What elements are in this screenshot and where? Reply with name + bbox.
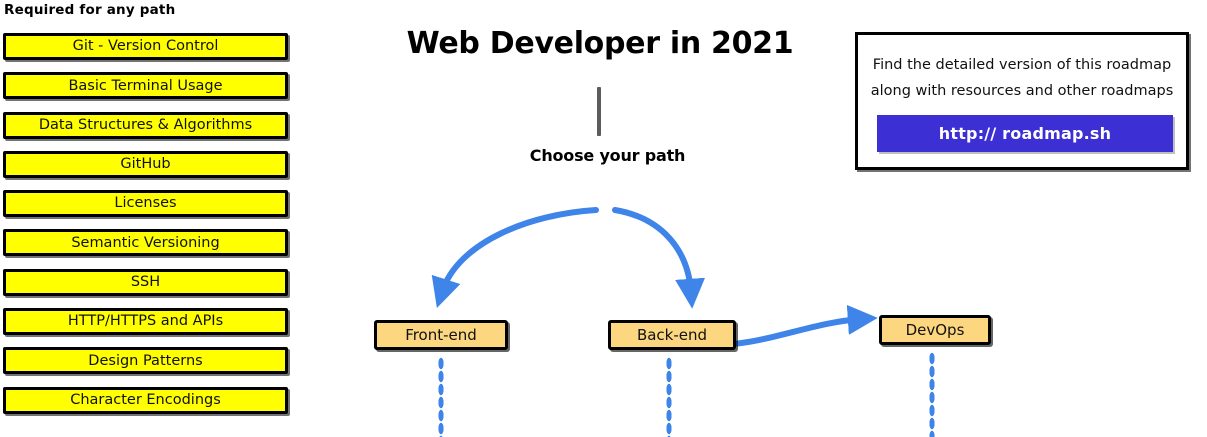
arrow-back-end-to-devops (730, 304, 878, 347)
required-topics-list: Git - Version Control Basic Terminal Usa… (0, 33, 300, 426)
roadmap-card-line-2: along with resources and other roadmaps (870, 83, 1174, 99)
required-topic-label: GitHub (120, 156, 171, 173)
required-topic-terminal[interactable]: Basic Terminal Usage (3, 72, 288, 100)
required-topic-label: Design Patterns (88, 352, 203, 369)
required-section-heading: Required for any path (4, 2, 176, 18)
page-title: Web Developer in 2021 (406, 26, 794, 61)
path-box-label: Back-end (636, 325, 708, 344)
dotted-connector-back-end (666, 357, 672, 437)
required-topic-ssh[interactable]: SSH (3, 268, 288, 296)
roadmap-link-button[interactable]: http:// roadmap.sh (877, 115, 1173, 152)
path-box-back-end[interactable]: Back-end (608, 320, 736, 350)
required-topic-character-encodings[interactable]: Character Encodings (3, 386, 288, 414)
path-box-devops[interactable]: DevOps (879, 315, 991, 345)
arrow-to-back-end (612, 207, 706, 309)
title-stem-line (597, 87, 601, 136)
required-topic-label: Basic Terminal Usage (68, 77, 223, 94)
required-for-any-path-section: Required for any path Git - Version Cont… (0, 0, 300, 436)
required-topic-label: Data Structures & Algorithms (38, 116, 253, 133)
required-topic-data-structures[interactable]: Data Structures & Algorithms (3, 111, 288, 139)
required-topic-label: Semantic Versioning (71, 234, 220, 251)
arrow-to-front-end (431, 207, 599, 308)
choose-your-path-label: Choose your path (529, 146, 686, 165)
path-box-label: DevOps (905, 320, 965, 339)
path-box-front-end[interactable]: Front-end (374, 320, 508, 350)
required-topic-design-patterns[interactable]: Design Patterns (3, 347, 288, 375)
required-topic-label: SSH (130, 274, 161, 291)
roadmap-info-card: Find the detailed version of this roadma… (855, 32, 1189, 170)
required-topic-git[interactable]: Git - Version Control (3, 33, 288, 60)
path-box-label: Front-end (405, 325, 477, 344)
branch-arrows (431, 207, 706, 309)
roadmap-card-line-1: Find the detailed version of this roadma… (872, 57, 1172, 73)
dotted-connector-front-end (438, 357, 444, 437)
required-topic-github[interactable]: GitHub (3, 150, 288, 178)
required-topic-semantic-versioning[interactable]: Semantic Versioning (3, 229, 288, 257)
required-topic-label: Licenses (114, 195, 177, 212)
dotted-connector-devops (929, 352, 935, 437)
required-topic-label: Character Encodings (70, 391, 221, 408)
required-topic-label: Git - Version Control (72, 38, 219, 55)
required-topic-licenses[interactable]: Licenses (3, 190, 288, 218)
required-topic-http-apis[interactable]: HTTP/HTTPS and APIs (3, 308, 288, 336)
required-topic-label: HTTP/HTTPS and APIs (67, 313, 224, 330)
roadmap-link-label: http:// roadmap.sh (938, 124, 1112, 143)
